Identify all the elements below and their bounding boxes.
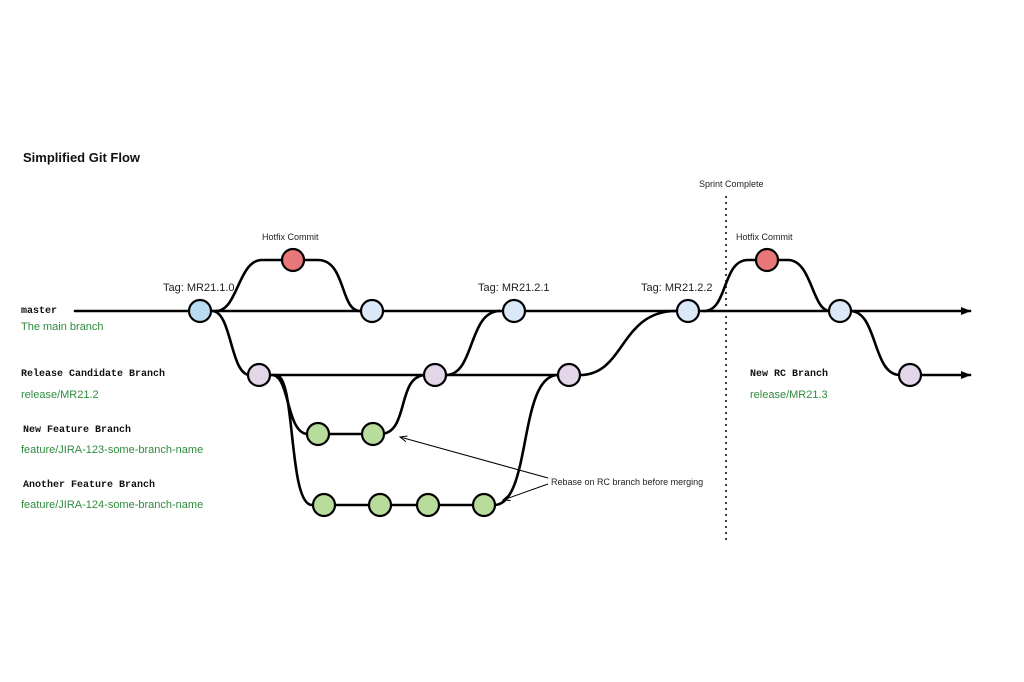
commit-node-release-3 (556, 362, 582, 388)
hotfix-2-path (702, 258, 832, 313)
new-rc-branch-name: New RC Branch (750, 369, 829, 380)
tag-label-mr21-2-1: Tag: MR21.2.1 (478, 282, 550, 294)
commit-node-release-2 (422, 362, 448, 388)
feature-2-merge-path (492, 373, 560, 507)
commit-node-feature-2-1 (311, 492, 337, 518)
commit-node-new-rc-1 (897, 362, 923, 388)
commit-node-hotfix-2 (754, 247, 780, 273)
feature-2-branch-desc: feature/JIRA-124-some-branch-name (21, 499, 204, 511)
commit-node-hotfix-1 (280, 247, 306, 273)
new-rc-branch-desc: release/MR21.3 (750, 389, 828, 401)
rebase-arrow-1 (400, 437, 549, 479)
hotfix-commit-label-2: Hotfix Commit (736, 232, 793, 242)
feature-1-branch-name: New Feature Branch (23, 425, 132, 436)
commit-node-feature-1-2 (360, 421, 386, 447)
release-branch-name: Release Candidate Branch (21, 369, 166, 380)
commit-node-master-tag-mr21-1-0 (187, 298, 213, 324)
release-merge-2-path (578, 309, 678, 377)
feature-2-branch-name: Another Feature Branch (23, 480, 156, 491)
commit-node-master-tag-mr21-2-1 (501, 298, 527, 324)
sprint-complete-label: Sprint Complete (699, 179, 764, 189)
commit-node-master-merge-hotfix-1 (359, 298, 385, 324)
release-branch-desc: release/MR21.2 (21, 389, 99, 401)
rebase-arrow-2 (503, 483, 549, 500)
feature-1-branch-desc: feature/JIRA-123-some-branch-name (21, 444, 204, 456)
tag-label-mr21-2-2: Tag: MR21.2.2 (641, 282, 713, 294)
commit-node-release-1 (246, 362, 272, 388)
commit-node-master-tag-mr21-2-2 (675, 298, 701, 324)
release-branch-off-path (210, 309, 252, 377)
tag-label-mr21-1-0: Tag: MR21.1.0 (163, 282, 235, 294)
feature-2-branch-off-path (274, 373, 314, 507)
commit-node-feature-2-4 (471, 492, 497, 518)
hotfix-commit-label-1: Hotfix Commit (262, 232, 319, 242)
diagram-title: Simplified Git Flow (23, 150, 140, 165)
commit-node-feature-2-2 (367, 492, 393, 518)
commit-node-feature-2-3 (415, 492, 441, 518)
commit-node-feature-1-1 (305, 421, 331, 447)
new-rc-branch-off-path (848, 309, 902, 377)
master-branch-desc: The main branch (21, 321, 104, 333)
release-merge-1-path (444, 309, 502, 377)
feature-1-merge-path (378, 373, 428, 436)
master-branch-name: master (21, 306, 58, 317)
commit-node-master-merge-hotfix-2 (827, 298, 853, 324)
rebase-note: Rebase on RC branch before merging (551, 477, 704, 487)
